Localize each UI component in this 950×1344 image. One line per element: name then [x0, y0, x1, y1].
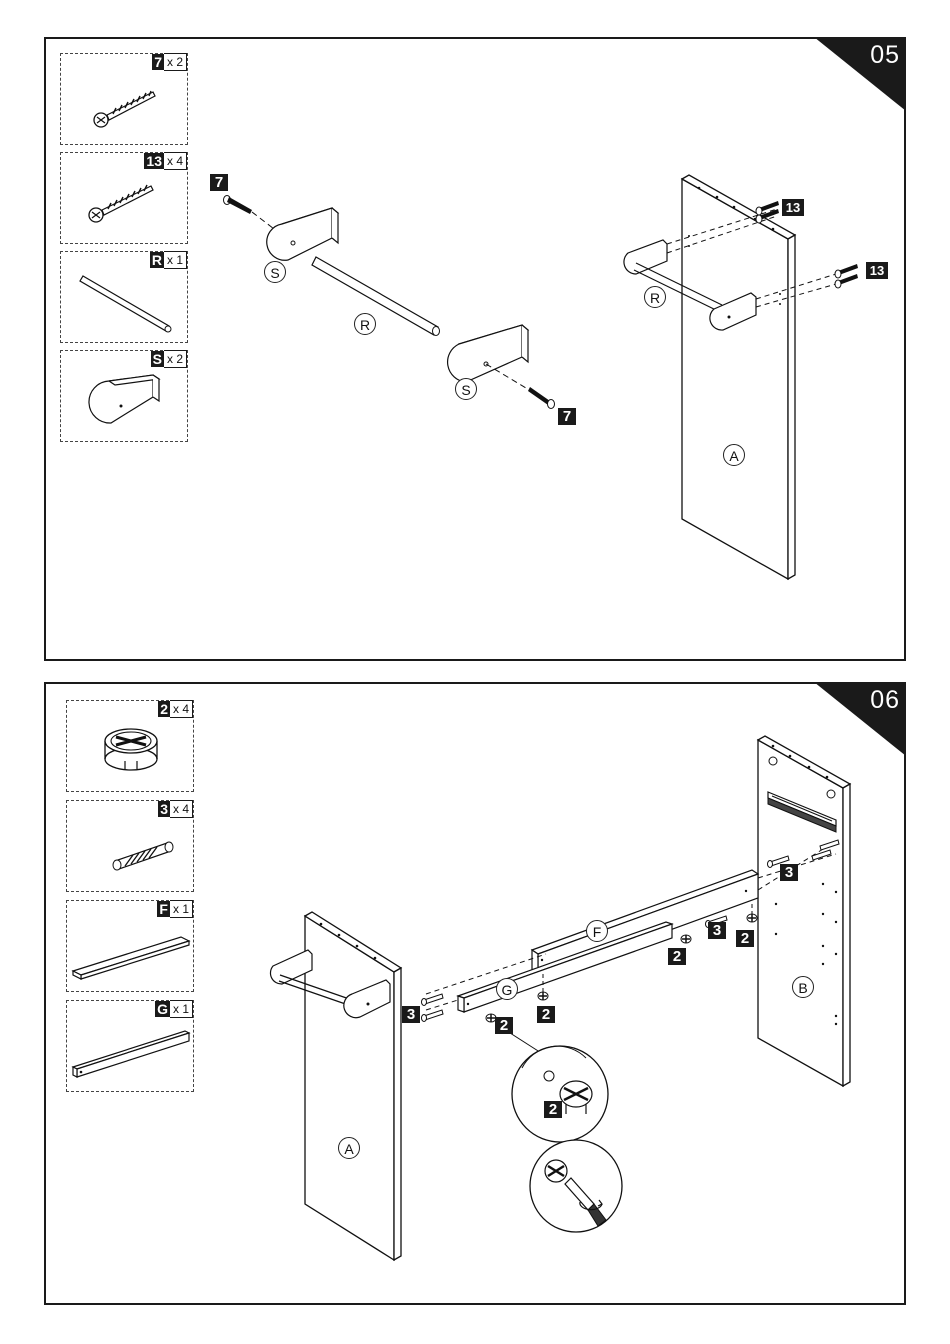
bracket-s-left: [267, 208, 338, 260]
part-label-f: F: [586, 920, 608, 942]
screw-7-left: [224, 196, 253, 215]
screws-13-mid: [835, 264, 858, 288]
callout-screw-13: 13: [866, 262, 888, 279]
screw-7-right: [528, 387, 555, 409]
callout-screw-13: 13: [782, 199, 804, 216]
step06-diagram: [46, 684, 906, 1305]
step05-diagram: [46, 39, 906, 661]
part-label-b: B: [792, 976, 814, 998]
callout-screw-7: 7: [210, 174, 228, 191]
callout-cam-lock-2: 2: [537, 1006, 555, 1023]
cam-bolts-left: [422, 994, 444, 1022]
cam-lock-right: [747, 914, 757, 922]
callout-cam-bolt-3: 3: [402, 1006, 420, 1023]
bracket-s-right: [448, 325, 528, 382]
callout-cam-lock-2: 2: [668, 948, 686, 965]
callout-screw-7: 7: [558, 408, 576, 425]
part-label-r: R: [354, 313, 376, 335]
callout-cam-lock-2: 2: [736, 930, 754, 947]
cam-lock-under: [538, 992, 548, 1000]
callout-cam-lock-2: 2: [544, 1101, 562, 1118]
detail-screwdriver: [530, 1140, 622, 1232]
part-label-g: G: [496, 978, 518, 1000]
panel-a: [682, 175, 795, 579]
callout-cam-bolt-3: 3: [708, 922, 726, 939]
part-label-s: S: [455, 378, 477, 400]
panel-a: [270, 912, 401, 1260]
part-label-r: R: [644, 286, 666, 308]
panel-b: [758, 736, 850, 1086]
rail-g: [458, 922, 672, 1012]
callout-cam-lock-2: 2: [495, 1017, 513, 1034]
callout-cam-bolt-3: 3: [780, 864, 798, 881]
cam-lock-mid: [681, 935, 691, 943]
part-label-s: S: [264, 261, 286, 283]
detail-cam-insert: [512, 1046, 608, 1142]
part-label-a: A: [723, 444, 745, 466]
part-label-a: A: [338, 1137, 360, 1159]
